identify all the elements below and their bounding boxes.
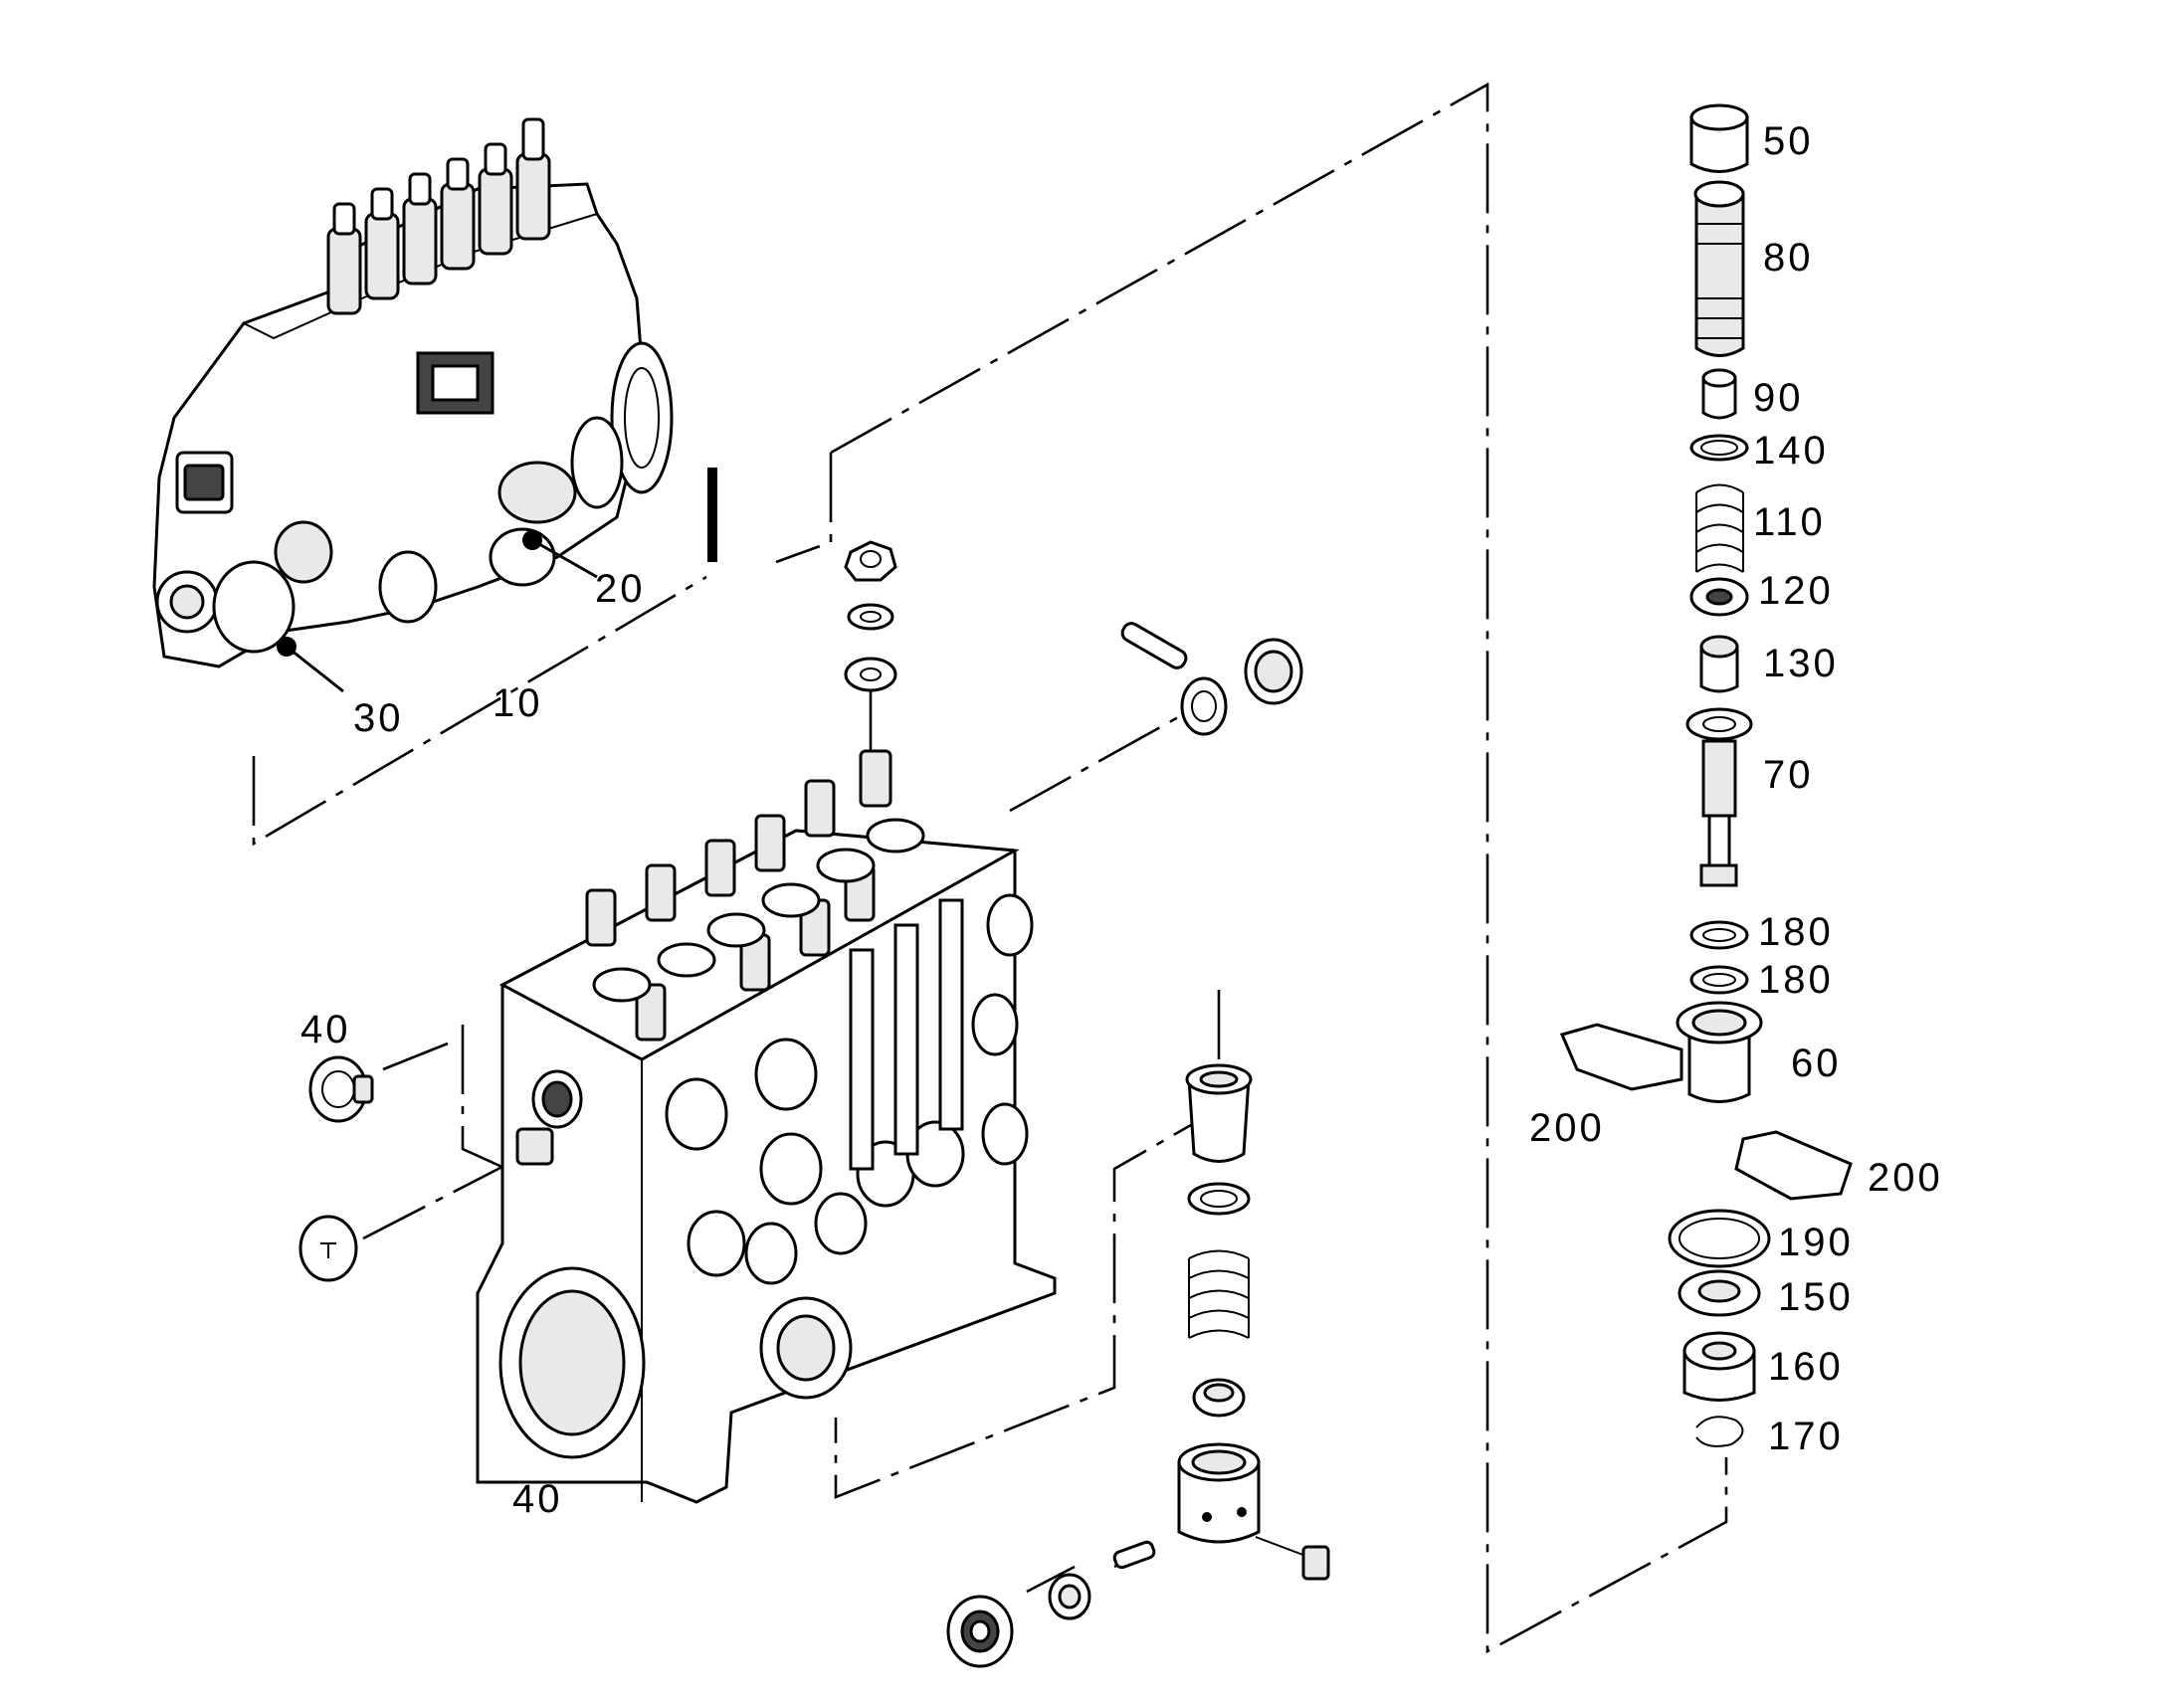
callout-170: 170 bbox=[1768, 1415, 1844, 1458]
element-stack bbox=[1559, 103, 1853, 1447]
callout-180-lower: 180 bbox=[1758, 958, 1834, 1002]
callout-160: 160 bbox=[1768, 1345, 1844, 1389]
callout-10: 10 bbox=[493, 681, 543, 725]
housing-studs bbox=[585, 749, 892, 1042]
callout-80: 80 bbox=[1763, 236, 1814, 280]
tappet-stack bbox=[1177, 1063, 1330, 1581]
control-rod-parts bbox=[1120, 622, 1303, 736]
callout-70: 70 bbox=[1763, 753, 1814, 797]
top-fastener-stack bbox=[844, 540, 897, 692]
callout-200-left: 200 bbox=[1529, 1106, 1605, 1150]
left-plugs bbox=[298, 1055, 374, 1282]
callout-120: 120 bbox=[1758, 569, 1834, 613]
callout-30: 30 bbox=[353, 696, 404, 740]
roller-parts bbox=[946, 1540, 1156, 1668]
callout-110: 110 bbox=[1753, 500, 1826, 544]
callout-20: 20 bbox=[595, 567, 646, 611]
housing-barrel-bores bbox=[592, 818, 925, 1003]
pump-housing-illustration bbox=[476, 749, 1057, 1504]
pump-assembly-illustration bbox=[152, 117, 674, 693]
callout-180-upper: 180 bbox=[1758, 910, 1834, 954]
divider-bar bbox=[707, 468, 717, 562]
callout-40-plug: 40 bbox=[300, 1008, 351, 1051]
callout-60: 60 bbox=[1791, 1042, 1842, 1085]
callout-labels: 10 20 30 40 40 50 60 70 80 90 110 120 13… bbox=[300, 119, 1943, 1521]
callout-90: 90 bbox=[1753, 376, 1804, 420]
callout-200-right: 200 bbox=[1868, 1156, 1943, 1200]
callout-140: 140 bbox=[1753, 429, 1829, 473]
housing-front-ports bbox=[665, 893, 1034, 1400]
assembly-leader-lines bbox=[252, 82, 1728, 1654]
callout-150: 150 bbox=[1778, 1275, 1854, 1319]
housing-plunger-columns bbox=[849, 898, 964, 1171]
callout-50: 50 bbox=[1763, 119, 1814, 163]
callout-190: 190 bbox=[1778, 1221, 1854, 1264]
callout-130: 130 bbox=[1763, 642, 1839, 685]
callout-40-housing: 40 bbox=[512, 1477, 563, 1521]
pump-delivery-valves bbox=[326, 117, 551, 315]
